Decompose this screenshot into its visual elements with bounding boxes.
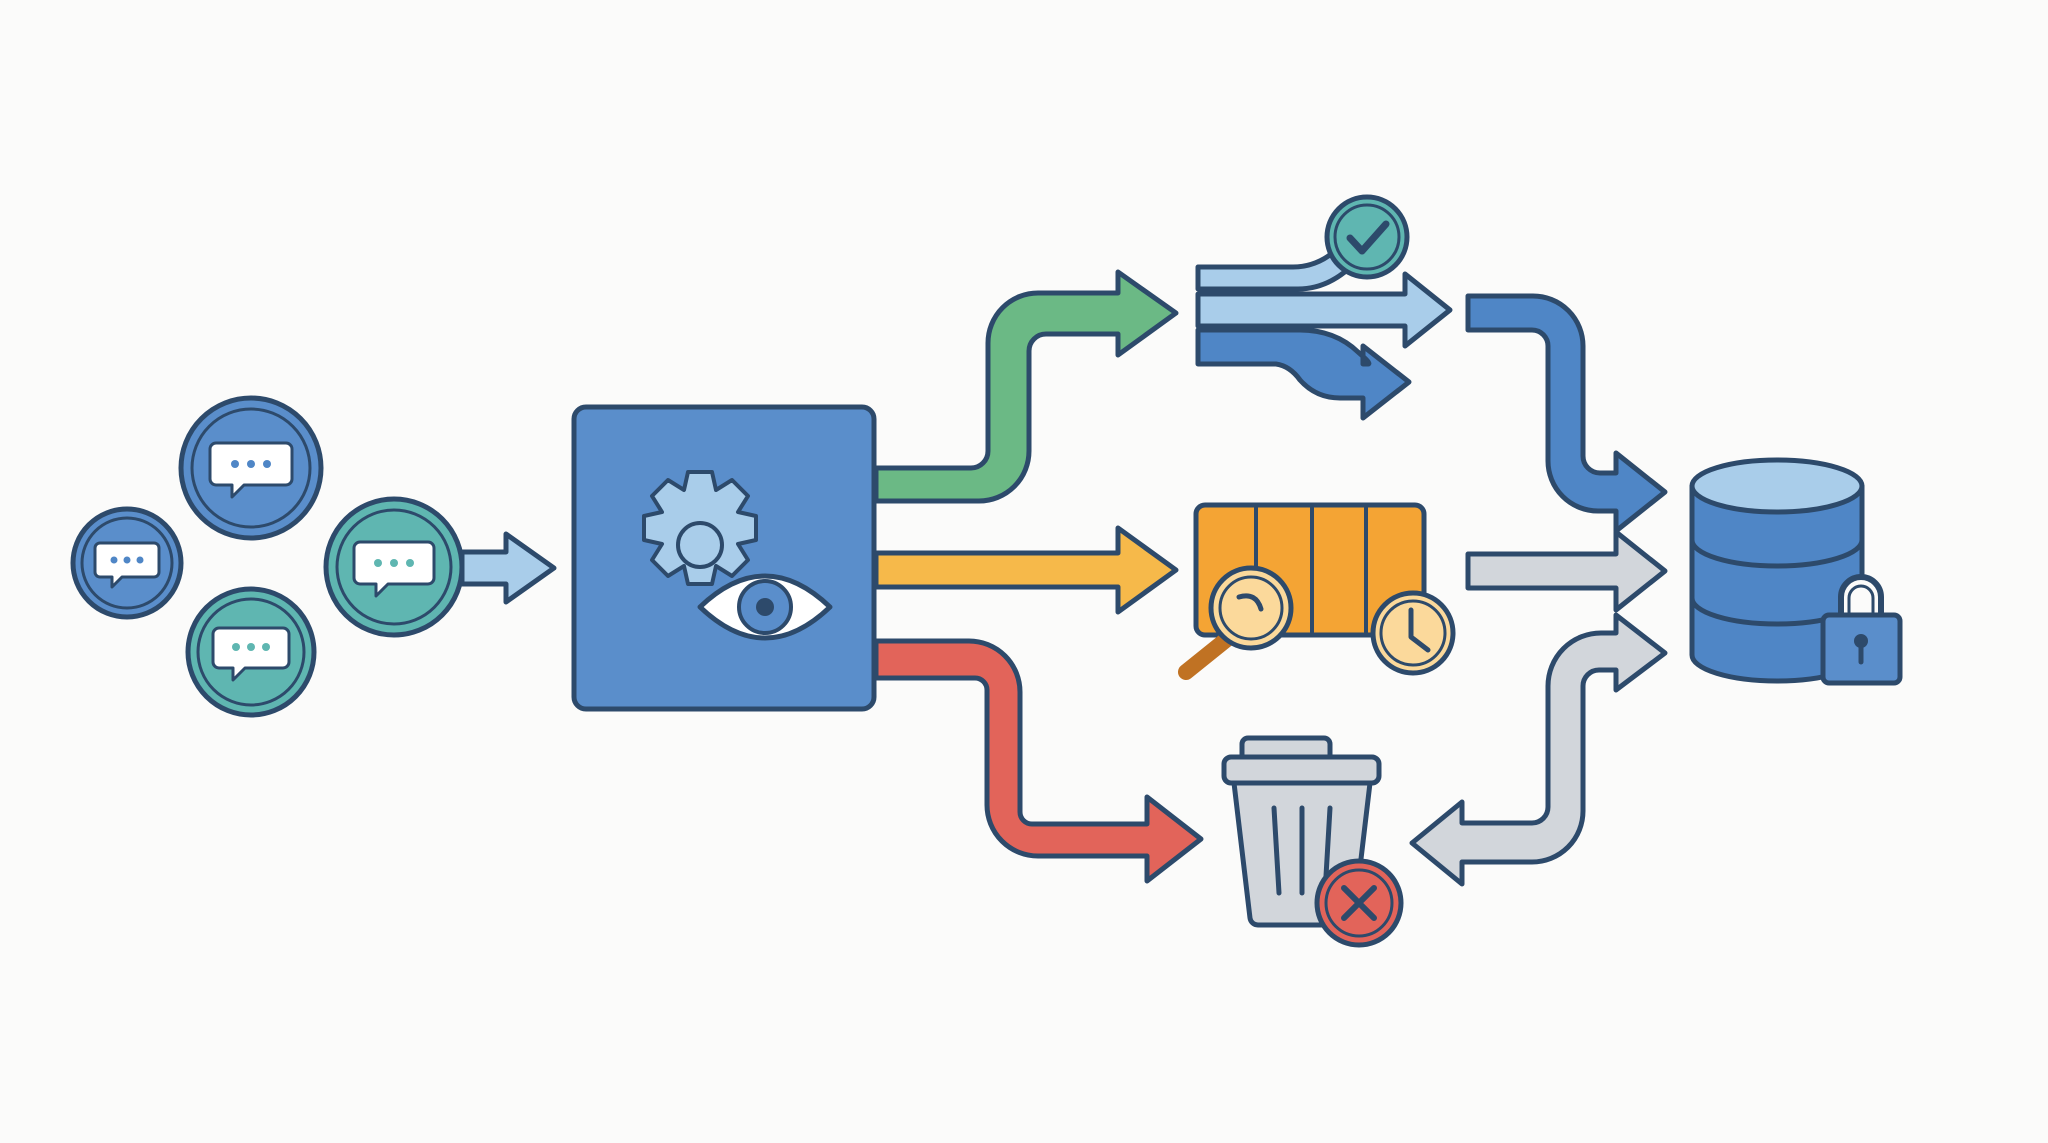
arrow-processor-to-router [873, 269, 1179, 504]
arrow-database-to-trash [1409, 612, 1668, 887]
clock-icon [1370, 590, 1456, 676]
chat-bubble-icon [178, 395, 324, 541]
chat-bubble-icon [185, 586, 317, 718]
trash [1221, 735, 1404, 948]
database-icon [1689, 457, 1865, 684]
arrow-messages-to-processor [459, 531, 557, 605]
check-badge-icon [1324, 194, 1410, 280]
secure-database [1689, 457, 1903, 686]
chat-bubble-icon [70, 506, 184, 620]
magnifier-icon [1178, 565, 1294, 680]
chat-bubble-icon [323, 496, 465, 638]
x-badge-icon [1314, 858, 1404, 948]
arrow-queue-to-database [1465, 529, 1668, 613]
arrow-router-to-database [1465, 293, 1668, 534]
arrow-processor-to-queue [873, 525, 1179, 615]
processor [571, 404, 877, 712]
lock-icon [1820, 574, 1903, 686]
arrow-processor-to-trash [873, 638, 1204, 884]
gear-icon [642, 470, 758, 586]
delay-queue [1178, 502, 1456, 680]
incoming-messages [70, 395, 465, 718]
eye-icon [697, 573, 833, 641]
split-arrows-icon [1195, 237, 1453, 421]
branch-router [1195, 194, 1453, 421]
